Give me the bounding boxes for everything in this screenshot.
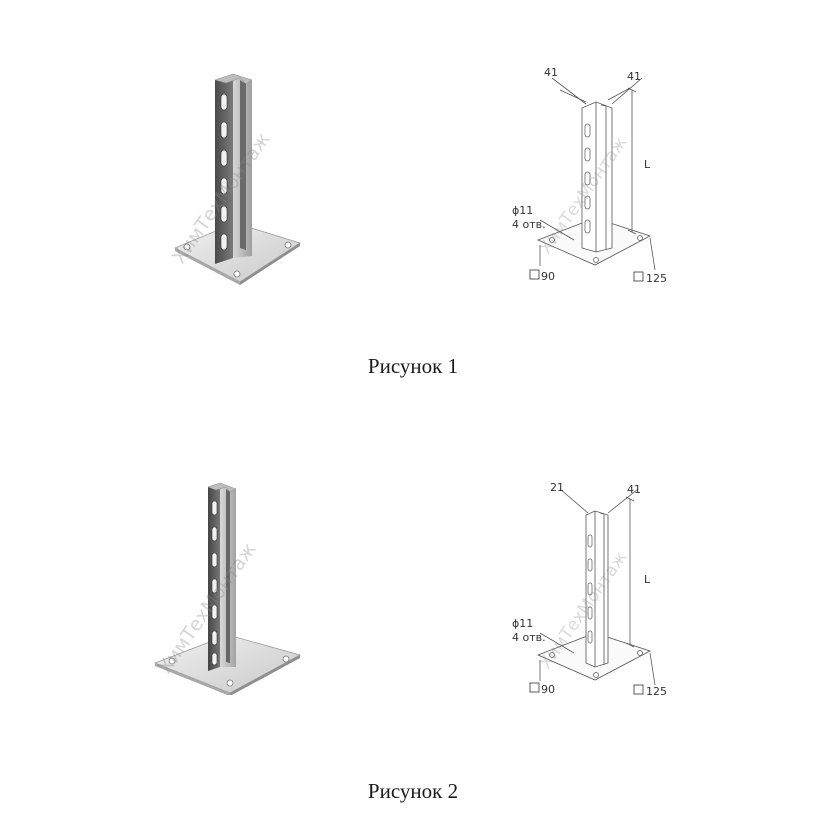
dim-length: L xyxy=(644,573,651,586)
figure-caption: Рисунок 1 xyxy=(367,354,459,378)
square-symbol-icon xyxy=(633,684,644,695)
post-photo-2: ХимТехМонтаж xyxy=(153,482,302,695)
figure-1: ХимТехМонтаж xyxy=(0,0,826,400)
dim-plate-inner: 90 xyxy=(541,683,555,696)
dim-hole: ϕ11 xyxy=(512,617,533,630)
dim-plate-inner: 90 xyxy=(541,270,555,283)
figure-caption: Рисунок 2 xyxy=(367,779,459,803)
dim-hole: ϕ11 xyxy=(512,204,533,217)
figure-2: ХимТехМонтаж 21 xyxy=(0,413,826,826)
post-photo-1: ХимТехМонтаж xyxy=(168,73,301,285)
post-drawing-1: 41 41 L ϕ11 4 отв. 90 125 ХимТехМонтаж xyxy=(512,66,667,285)
square-symbol-icon xyxy=(633,271,644,282)
dim-holes-count: 4 отв. xyxy=(512,218,546,231)
dim-length: L xyxy=(644,158,651,171)
dim-width-b: 41 xyxy=(627,70,641,83)
dim-plate-outer: 125 xyxy=(646,685,667,698)
square-symbol-icon xyxy=(529,682,540,693)
dim-width-a: 41 xyxy=(544,66,558,79)
dim-holes-count: 4 отв. xyxy=(512,631,546,644)
square-symbol-icon xyxy=(529,269,540,280)
dim-width-b: 41 xyxy=(627,483,641,496)
post-channel xyxy=(215,74,233,264)
dim-width-a: 21 xyxy=(550,481,564,494)
dim-plate-outer: 125 xyxy=(646,272,667,285)
post-drawing-2: 21 41 L ϕ11 4 отв. 90 125 ХимТехМонтаж xyxy=(512,481,667,698)
